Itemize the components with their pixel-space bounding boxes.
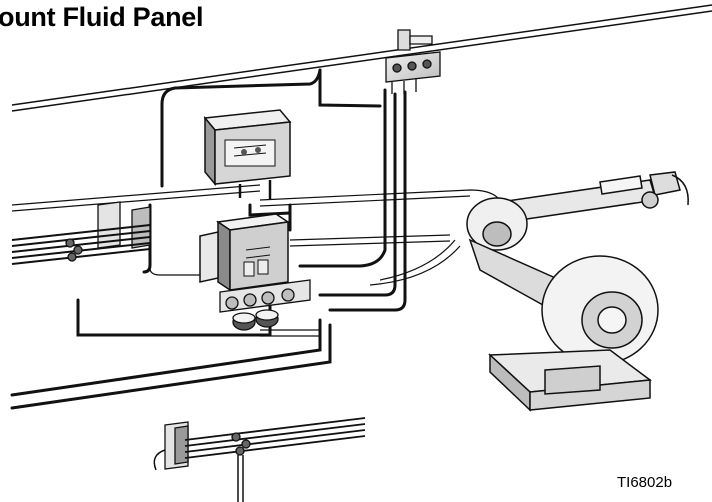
figure-id-label: TI6802b bbox=[617, 474, 673, 491]
fluid-regulators bbox=[219, 279, 311, 331]
left-bracket bbox=[11, 201, 151, 265]
robot-arm bbox=[466, 171, 689, 365]
figure-title: ount Fluid Panel bbox=[0, 2, 204, 32]
fluid-panel bbox=[199, 213, 291, 292]
robot-base bbox=[488, 349, 652, 412]
control-box bbox=[203, 109, 292, 200]
manifold-valves bbox=[385, 29, 441, 94]
lower-bracket bbox=[153, 417, 366, 502]
ceiling-rail bbox=[11, 4, 712, 112]
thin-pipes bbox=[11, 184, 499, 337]
